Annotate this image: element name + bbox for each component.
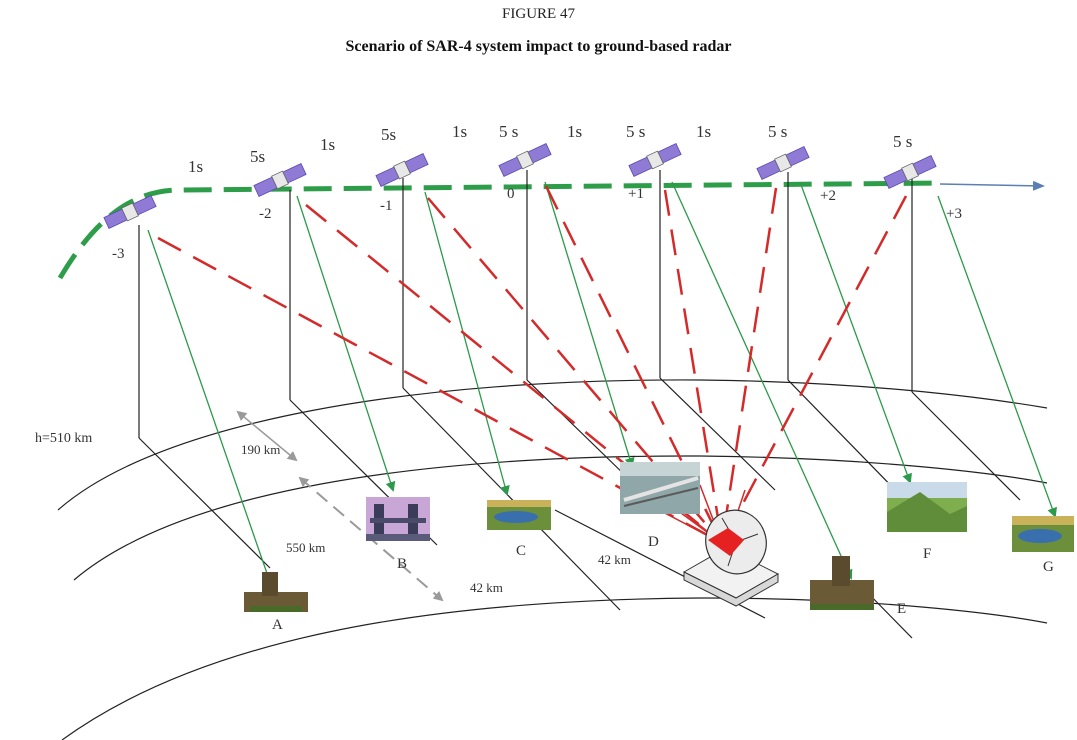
- interference-lines: [157, 185, 908, 545]
- satellites: [103, 143, 937, 229]
- figure-title: Scenario of SAR-4 system impact to groun…: [345, 38, 732, 55]
- target-image-d: [620, 462, 700, 514]
- target-image-b: [366, 497, 430, 541]
- satellite-icon: [375, 153, 429, 187]
- target-image-g: [1012, 516, 1074, 552]
- interval-label: 5 s: [499, 122, 518, 141]
- interval-label: 5 s: [893, 132, 912, 151]
- target-label: E: [897, 601, 906, 617]
- position-label: 0: [507, 186, 515, 202]
- target-label: A: [272, 617, 283, 633]
- distance-label: 42 km: [470, 580, 503, 595]
- satellite-icon: [756, 146, 810, 180]
- orbit-direction-arrow: [939, 180, 1045, 191]
- satellite-icon: [883, 155, 937, 189]
- satellite-icon: [498, 143, 552, 177]
- target-label: D: [648, 534, 659, 550]
- interval-label: 1s: [567, 122, 582, 141]
- position-label: +3: [946, 206, 962, 222]
- target-image-c: [487, 500, 551, 530]
- target-image-a: [244, 572, 308, 612]
- target-label: C: [516, 543, 526, 559]
- satellite-icon: [628, 143, 682, 177]
- ground-arc-2: [73, 455, 1048, 581]
- distance-label: 190 km: [241, 442, 280, 457]
- interval-label: 5 s: [626, 122, 645, 141]
- orbit-track: [57, 180, 941, 280]
- altitude-label: h=510 km: [35, 431, 92, 446]
- position-label: -3: [112, 246, 125, 262]
- position-label: -2: [259, 206, 272, 222]
- distance-label: 550 km: [286, 540, 325, 555]
- target-label: B: [397, 556, 407, 572]
- satellite-icon: [253, 163, 307, 197]
- ground-radar-icon: [682, 509, 780, 607]
- position-label: +1: [628, 186, 644, 202]
- target-image-e: [810, 556, 874, 610]
- distance-190-marker: [236, 410, 298, 462]
- satellite-icon: [103, 195, 157, 229]
- distance-label: 42 km: [598, 552, 631, 567]
- interval-label: 1s: [696, 122, 711, 141]
- ground-arc-3: [61, 597, 1048, 740]
- beam-arrows: [147, 181, 1057, 584]
- interval-label: 1s: [320, 135, 335, 154]
- position-label: +2: [820, 188, 836, 204]
- interval-label: 1s: [452, 122, 467, 141]
- interval-label: 5s: [250, 147, 265, 166]
- target-label: F: [923, 546, 931, 562]
- nadir-lines: [138, 170, 913, 438]
- position-label: -1: [380, 198, 393, 214]
- interval-label: 5s: [381, 125, 396, 144]
- interval-label: 1s: [188, 157, 203, 176]
- target-label: G: [1043, 559, 1054, 575]
- target-image-f: [887, 482, 967, 532]
- figure-number: FIGURE 47: [502, 6, 575, 22]
- interval-label: 5 s: [768, 122, 787, 141]
- ground-arc-1: [57, 379, 1048, 511]
